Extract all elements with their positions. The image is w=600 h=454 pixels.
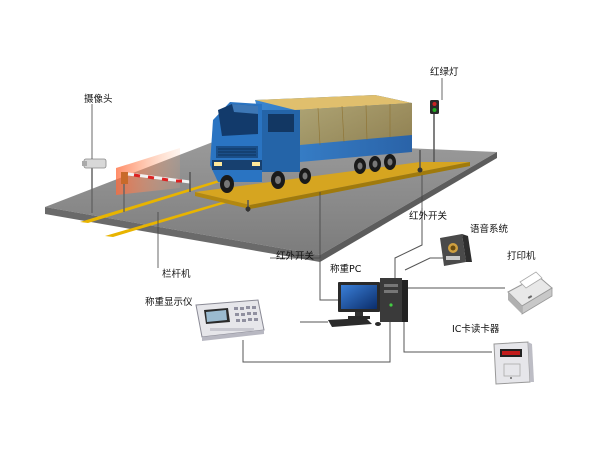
label-voice-system: 语音系统	[470, 224, 509, 235]
label-weighing-pc: 称重PC	[330, 264, 362, 275]
camera-light-beam	[116, 148, 180, 195]
label-ir-switch-right: 红外开关	[409, 211, 448, 222]
voice-system-device	[440, 234, 472, 266]
pc-tower	[380, 278, 402, 322]
label-barrier-gate: 栏杆机	[162, 269, 191, 280]
road-edge	[45, 207, 320, 262]
printer-device	[507, 271, 553, 315]
ic-card-reader-device	[493, 341, 534, 385]
label-ic-card-reader: IC卡读卡器	[452, 324, 500, 335]
label-ir-switch-center: 红外开关	[276, 251, 315, 262]
label-printer: 打印机	[507, 251, 536, 262]
barrier-gate-icon	[116, 148, 191, 212]
traffic-light-icon	[430, 100, 439, 162]
weighbridge-side	[250, 162, 470, 209]
lane-line-left-2	[105, 196, 250, 237]
label-camera: 摄像头	[84, 94, 113, 105]
mouse	[375, 322, 381, 326]
monitor-screen	[341, 285, 377, 309]
ir-switch-center-icon	[189, 172, 251, 212]
bumper	[212, 160, 262, 170]
keyboard	[328, 318, 372, 327]
ir-switch-right-icon	[417, 150, 423, 173]
camera-icon	[82, 158, 107, 213]
cargo-tarp-side	[295, 103, 412, 145]
weighing-indicator-device	[195, 299, 265, 341]
cargo-tarp-top	[255, 95, 412, 110]
weighing-pc-device	[328, 278, 408, 327]
label-traffic-light: 红绿灯	[430, 67, 459, 78]
truck-illustration	[210, 95, 412, 193]
weighbridge-platform	[195, 162, 470, 205]
barrier-box	[121, 172, 128, 184]
road-side	[320, 152, 497, 262]
weighbridge-edge	[195, 192, 250, 209]
lane-line-left	[80, 178, 233, 223]
label-weighing-indicator: 称重显示仪	[145, 297, 193, 308]
